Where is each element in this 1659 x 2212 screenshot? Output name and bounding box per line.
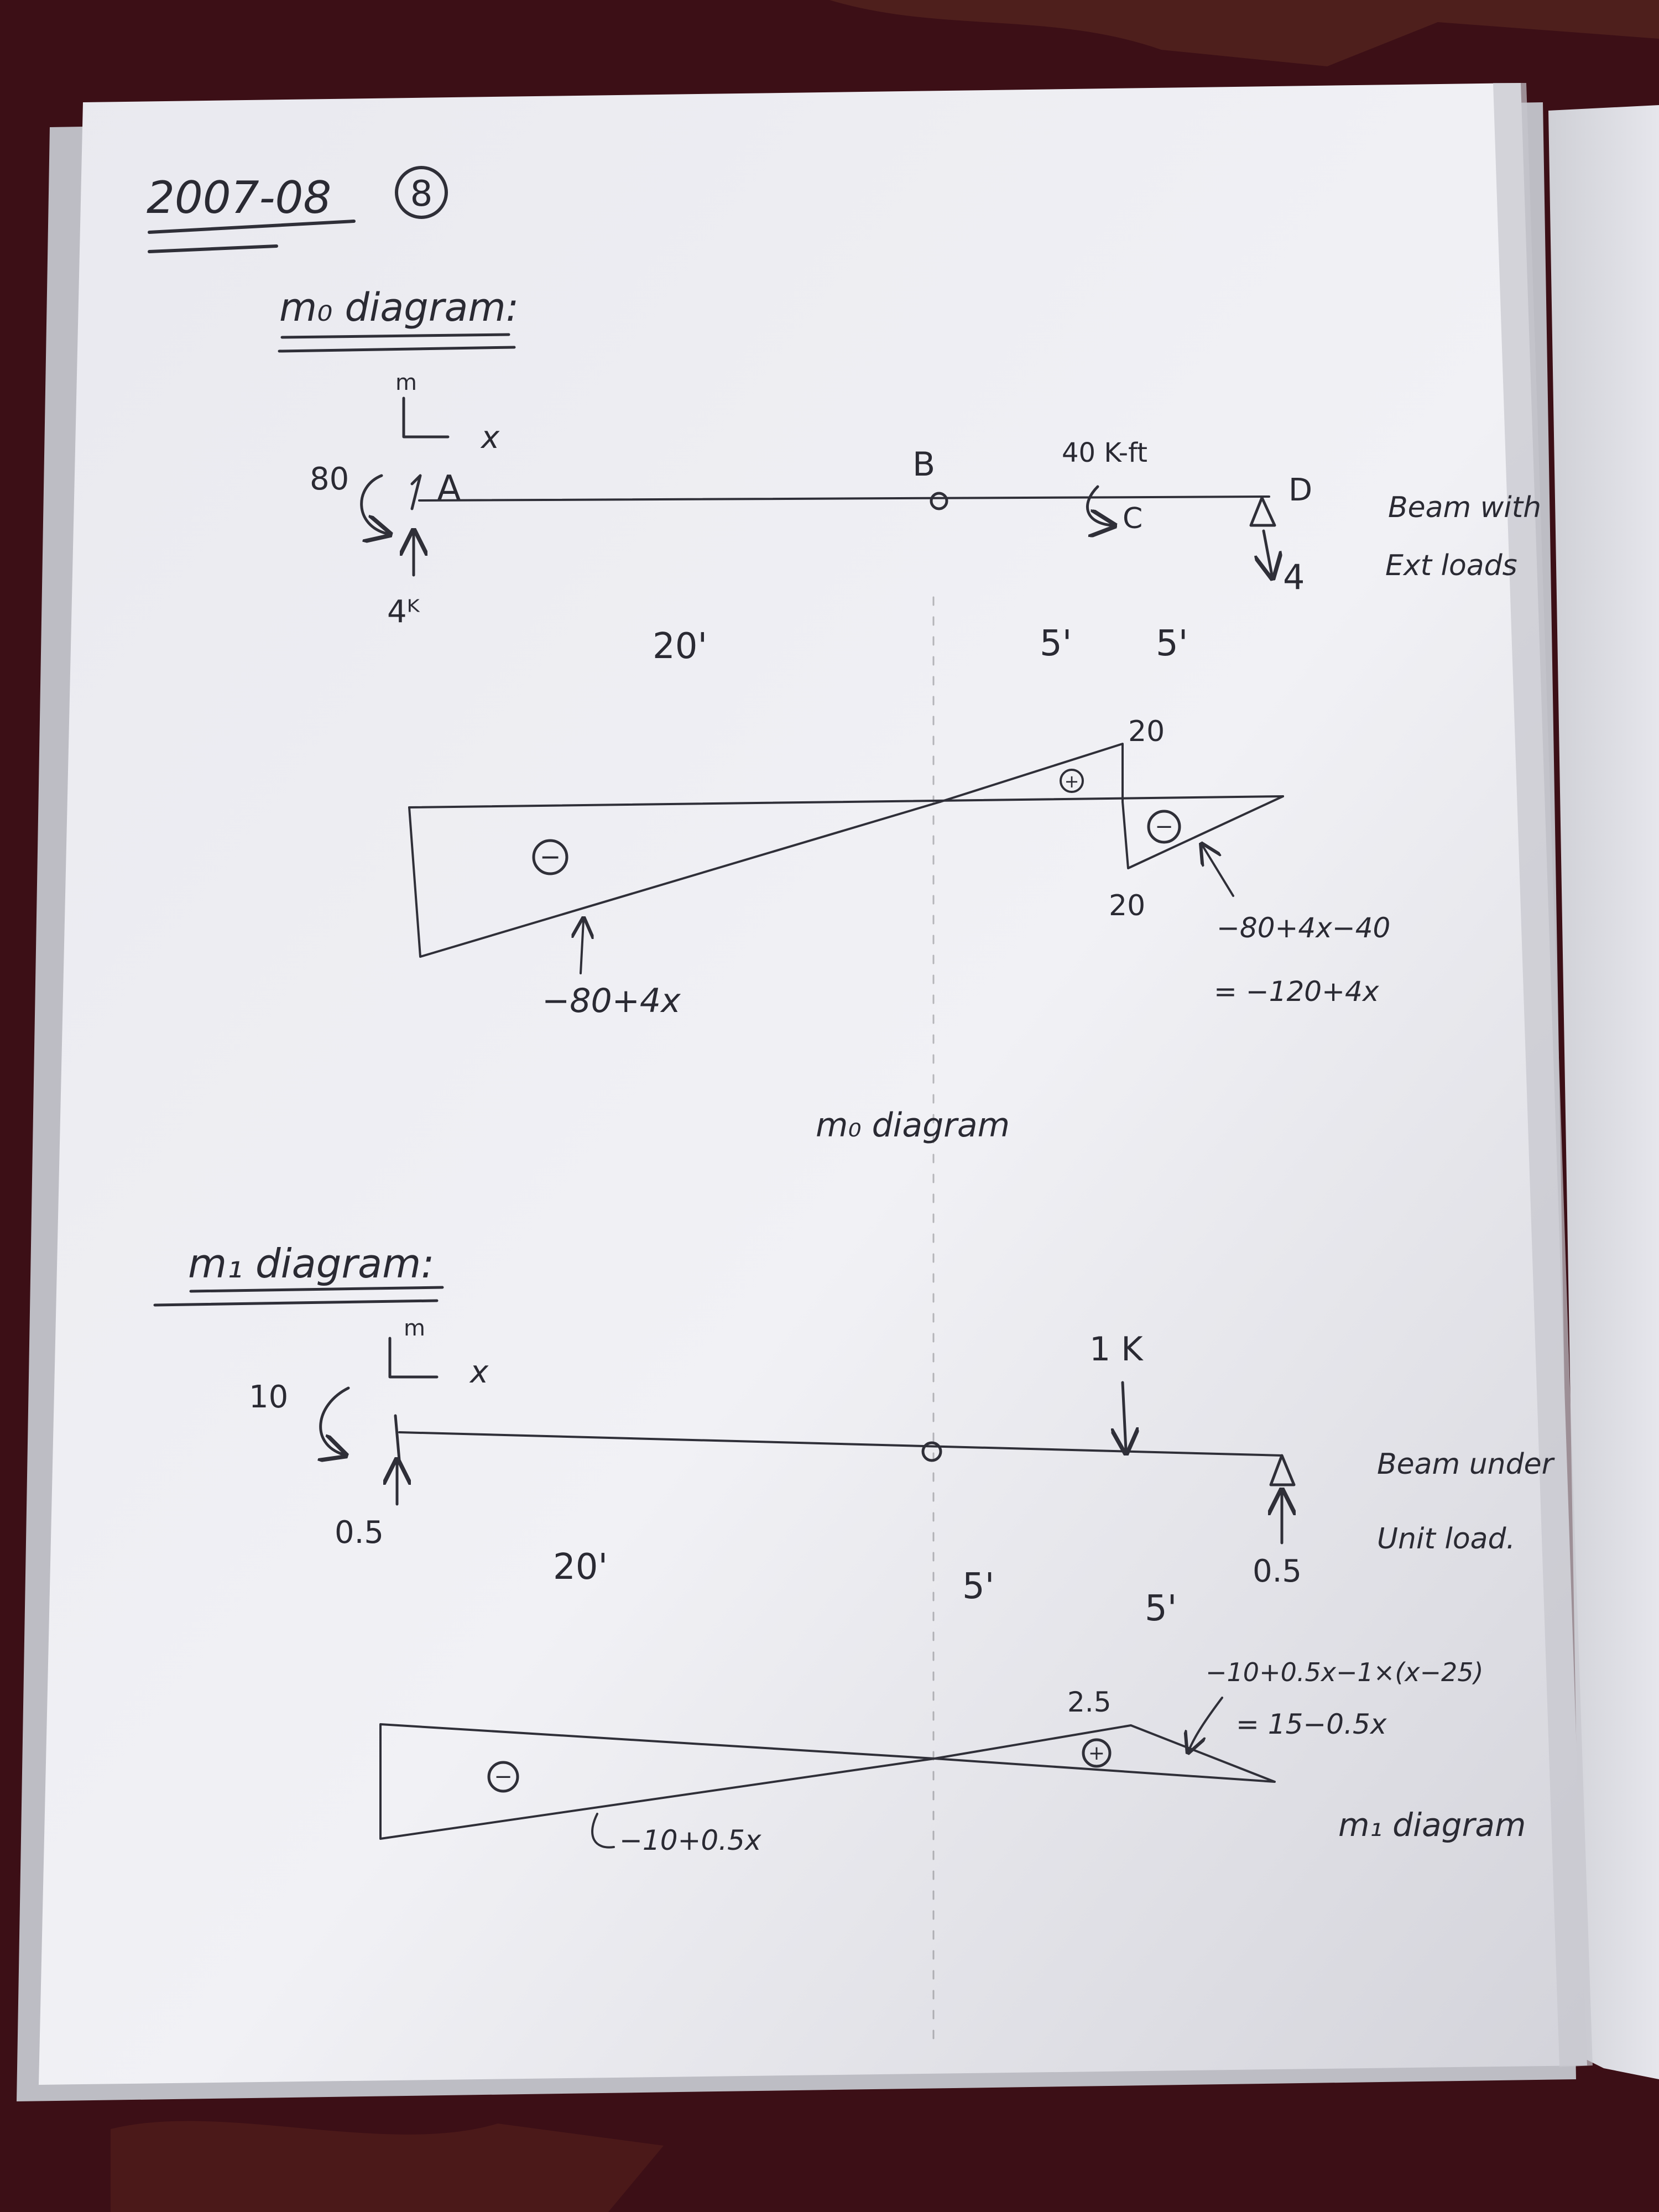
m1-diagram-peak-value: 2.5 [1067, 1686, 1112, 1718]
m1-axis-x: x [469, 1354, 489, 1390]
date-underline [148, 220, 356, 253]
m1-hinge-icon [921, 1441, 942, 1462]
m1-diagram-title: m₁ diagram [1338, 1806, 1526, 1844]
mo-sign-left-circle [532, 839, 568, 875]
mo-sign-mid: + [1065, 771, 1079, 792]
m1-load-arrow-icon [1123, 1381, 1126, 1450]
m1-eq-right-pointer-icon [1189, 1697, 1223, 1750]
mo-span-2: 5' [1040, 623, 1072, 664]
page-number-circle [395, 166, 448, 219]
mo-diagram-title: m₀ diagram [816, 1106, 1010, 1145]
m1-moment-a: 10 [249, 1379, 288, 1415]
mo-diagram-negative-triangle [408, 801, 941, 958]
mo-hinge-b-icon [930, 492, 948, 510]
mo-label-c: C [1123, 502, 1142, 535]
cloth-pattern [830, 0, 1659, 66]
mo-support-d-icon [1249, 496, 1276, 527]
mo-sign-left: − [540, 842, 561, 872]
m1-caption-line2: Unit load. [1377, 1522, 1515, 1556]
m1-diagram-negative-triangle [379, 1723, 936, 1840]
mo-diagram-baseline [408, 795, 1284, 808]
m1-eq-left-pointer-icon [591, 1813, 615, 1849]
m1-sign-left: − [494, 1764, 513, 1790]
mo-eq-left: −80+4x [542, 982, 681, 1020]
mo-span-3: 5' [1156, 623, 1188, 664]
mo-label-b: B [912, 445, 935, 484]
m1-axes-icon [388, 1337, 439, 1379]
mo-heading-underline [278, 333, 516, 353]
m1-heading: m₁ diagram: [188, 1240, 435, 1287]
m1-support-d-icon [1269, 1454, 1296, 1486]
mo-reaction-a: 4ᴷ [387, 594, 420, 630]
m1-span-3: 5' [1145, 1588, 1177, 1629]
mo-span-1: 20' [653, 626, 707, 667]
m1-load-label: 1 K [1089, 1330, 1144, 1369]
m1-span-2: 5' [962, 1566, 994, 1607]
mo-moment-c: 40 K-ft [1062, 437, 1147, 468]
mo-sign-mid-circle [1060, 769, 1084, 793]
mo-diagram-negative-triangle-right [1121, 795, 1284, 869]
mo-label-a: A [437, 468, 461, 509]
mo-heading: m₀ diagram: [279, 285, 519, 330]
mo-eq-right-2: = −120+4x [1214, 975, 1379, 1008]
mo-reaction-d: 4 [1283, 557, 1305, 597]
mo-caption-line1: Beam with [1388, 491, 1541, 524]
mo-axes-icon [402, 397, 450, 439]
mo-moment-diagram [408, 743, 1284, 958]
mo-diagram-bottom-value: 20 [1109, 889, 1145, 922]
m1-sign-right-circle [1082, 1738, 1112, 1768]
page-date: 2007-08 [147, 172, 331, 223]
m1-sign-left-circle [487, 1761, 519, 1793]
page-edge-shadow [1493, 83, 1593, 2067]
m1-support-a-icon [394, 1414, 401, 1462]
mo-sign-right-circle [1147, 810, 1181, 844]
mo-support-a-icon [410, 474, 422, 510]
mo-moment-c-arrow-icon [1086, 485, 1112, 525]
page-number: 8 [410, 174, 433, 215]
mo-diagram-positive-triangle [939, 743, 1124, 803]
mo-caption-line2: Ext loads [1385, 549, 1517, 582]
cloth-pattern-bottom [111, 2121, 664, 2212]
mo-reaction-d-arrow-icon [1264, 529, 1272, 575]
m1-axis-m: m [404, 1316, 425, 1341]
m1-reaction-d: 0.5 [1253, 1553, 1302, 1589]
mo-label-d: D [1288, 472, 1312, 508]
m1-eq-left: −10+0.5x [619, 1824, 761, 1856]
mo-eq-left-pointer-icon [581, 921, 583, 974]
m1-heading-underline [153, 1286, 444, 1307]
m1-eq-right-1: −10+0.5x−1×(x−25) [1206, 1657, 1484, 1687]
mo-axis-m: m [395, 370, 417, 395]
mo-sign-right: − [1155, 814, 1173, 839]
notebook-page [39, 83, 1587, 2085]
mo-axis-x: x [480, 420, 500, 456]
m1-sign-right: + [1088, 1742, 1105, 1765]
mo-diagram-top-value: 20 [1128, 715, 1165, 748]
mo-moment-a: 80 [310, 461, 349, 497]
m1-moment-a-arrow-icon [321, 1386, 348, 1454]
mo-eq-right-1: −80+4x−40 [1217, 912, 1390, 944]
m1-caption-line1: Beam under [1377, 1448, 1556, 1481]
m1-reaction-a: 0.5 [335, 1515, 384, 1551]
mo-moment-a-arrow-icon [360, 474, 387, 534]
mo-beam [418, 495, 1270, 502]
m1-eq-right-2: = 15−0.5x [1236, 1708, 1387, 1740]
mo-eq-right-pointer-icon [1203, 846, 1234, 897]
m1-span-1: 20' [553, 1547, 608, 1588]
